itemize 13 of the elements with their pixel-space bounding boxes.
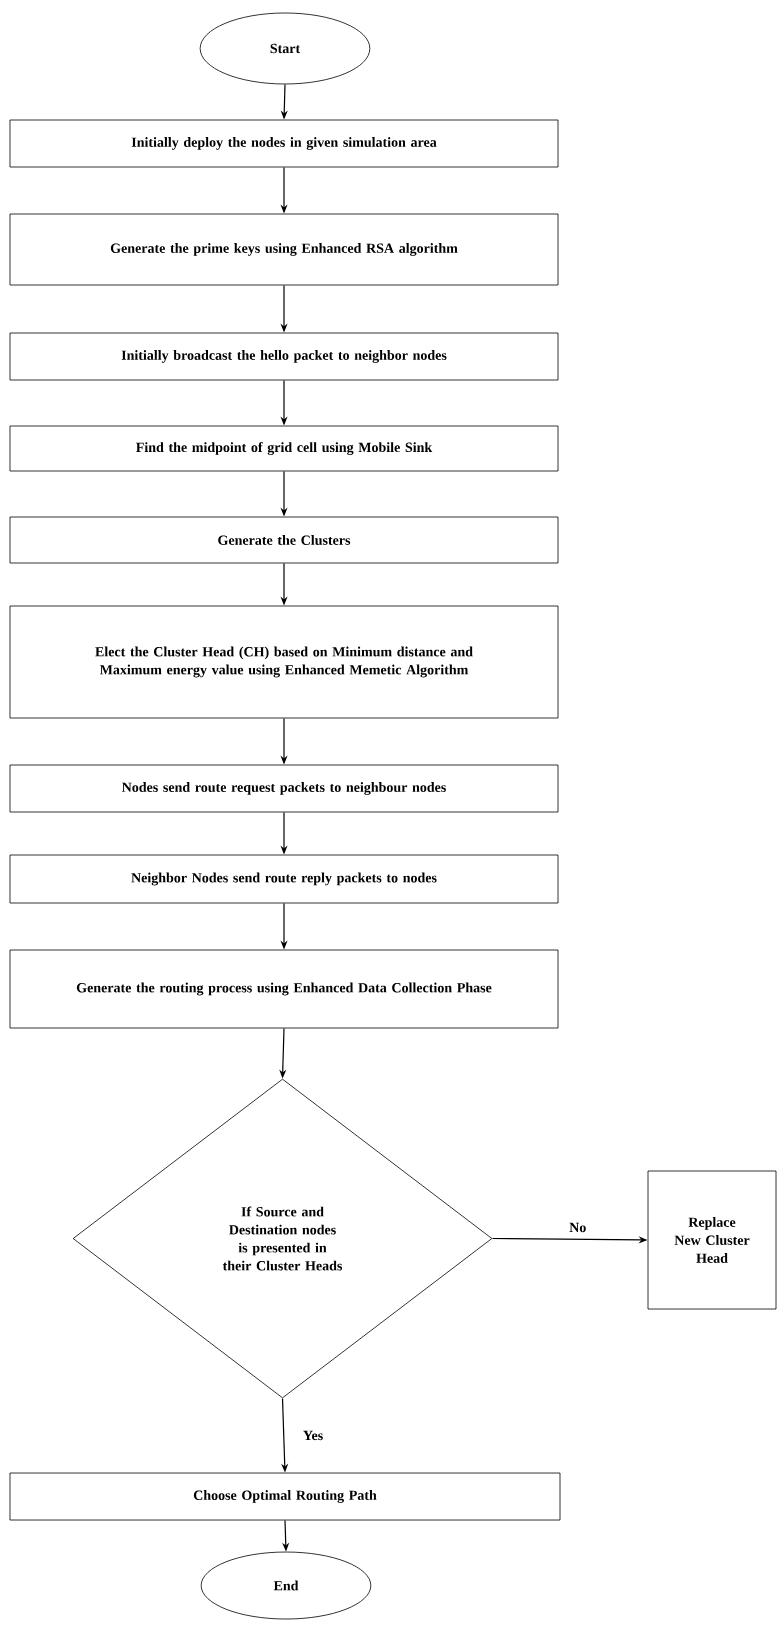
process-box: Generate the routing process using Enhanced Data Collection Phase [9, 949, 559, 1029]
edge-label: Yes [301, 1429, 325, 1442]
process-box: Initially deploy the nodes in given simulation area [9, 119, 559, 168]
edge-label: No [568, 1221, 588, 1234]
process-box: Choose Optimal Routing Path [9, 1472, 561, 1521]
process-box: Find the midpoint of grid cell using Mobile Sink [9, 425, 559, 472]
process-box: Replace New Cluster Head [647, 1170, 777, 1310]
process-box: Nodes send route request packets to neighbour nodes [9, 764, 559, 813]
process-box: Elect the Cluster Head (CH) based on Minimum distance and Maximum energy value using Enhanced Memetic Algorithm [9, 605, 559, 719]
process-box: Neighbor Nodes send route reply packets to nodes [9, 854, 559, 904]
process-box: Initially broadcast the hello packet to neighbor nodes [9, 332, 559, 381]
process-box: Generate the prime keys using Enhanced RSA algorithm [9, 213, 559, 286]
process-box: Generate the Clusters [9, 516, 559, 564]
